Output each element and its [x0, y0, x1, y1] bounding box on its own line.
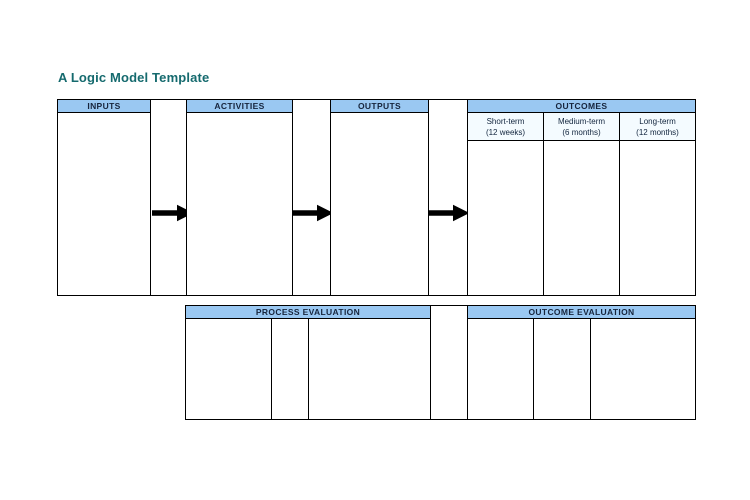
outcomes-subheader-short-term-name: Short-term — [486, 116, 525, 126]
column-outcomes[interactable]: OUTCOMES Short-term (12 weeks) Medium-te… — [467, 99, 696, 296]
process-evaluation-cell-1[interactable] — [186, 319, 272, 419]
column-header-outcome-evaluation: OUTCOME EVALUATION — [468, 306, 695, 319]
outcomes-subheader-long-term[interactable]: Long-term (12 months) — [620, 113, 695, 140]
column-body-outcome-evaluation[interactable] — [468, 319, 695, 419]
column-body-process-evaluation[interactable] — [186, 319, 430, 419]
outcomes-subheader-long-term-name: Long-term — [639, 116, 676, 126]
column-body-activities[interactable] — [187, 113, 292, 295]
outcomes-subheader-short-term-period: (12 weeks) — [485, 127, 526, 137]
column-header-inputs: INPUTS — [58, 100, 150, 113]
outcomes-subheader-long-term-period: (12 months) — [636, 127, 679, 137]
outcomes-subheader-row: Short-term (12 weeks) Medium-term (6 mon… — [468, 113, 695, 141]
outcomes-subheader-medium-term[interactable]: Medium-term (6 months) — [544, 113, 620, 140]
outcomes-cell-medium-term[interactable] — [544, 141, 620, 295]
outcomes-subheader-short-term[interactable]: Short-term (12 weeks) — [468, 113, 544, 140]
connector-column-process-outcome-evaluation — [430, 305, 468, 420]
outcomes-cell-long-term[interactable] — [620, 141, 695, 295]
outcome-evaluation-cell-3[interactable] — [590, 319, 695, 419]
connector-column-activities-outputs — [292, 99, 331, 296]
outcomes-subheader-medium-term-period: (6 months) — [562, 127, 601, 137]
process-evaluation-cell-3[interactable] — [309, 319, 430, 419]
process-evaluation-cell-2[interactable] — [271, 319, 309, 419]
column-body-outcomes[interactable] — [468, 141, 695, 295]
connector-column-inputs-activities — [150, 99, 187, 296]
outcomes-cell-short-term[interactable] — [468, 141, 544, 295]
column-header-outputs: OUTPUTS — [331, 100, 428, 113]
right-arrow-icon — [152, 204, 194, 222]
column-header-activities: ACTIVITIES — [187, 100, 292, 113]
activities-cell[interactable] — [187, 113, 292, 295]
column-outcome-evaluation[interactable]: OUTCOME EVALUATION — [467, 305, 696, 420]
column-header-outcomes: OUTCOMES — [468, 100, 695, 113]
column-body-inputs[interactable] — [58, 113, 150, 295]
column-activities[interactable]: ACTIVITIES — [186, 99, 293, 296]
page-title: A Logic Model Template — [58, 70, 210, 85]
outputs-cell[interactable] — [331, 113, 428, 295]
connector-column-outputs-outcomes — [428, 99, 468, 296]
right-arrow-icon — [428, 204, 470, 222]
outcomes-subheader-medium-term-name: Medium-term — [557, 116, 606, 126]
inputs-cell[interactable] — [58, 113, 150, 295]
column-outputs[interactable]: OUTPUTS — [330, 99, 429, 296]
column-body-outputs[interactable] — [331, 113, 428, 295]
column-header-process-evaluation: PROCESS EVALUATION — [186, 306, 430, 319]
column-process-evaluation[interactable]: PROCESS EVALUATION — [185, 305, 431, 420]
outcome-evaluation-cell-2[interactable] — [534, 319, 591, 419]
outcome-evaluation-cell-1[interactable] — [468, 319, 535, 419]
right-arrow-icon — [292, 204, 334, 222]
column-inputs[interactable]: INPUTS — [57, 99, 151, 296]
